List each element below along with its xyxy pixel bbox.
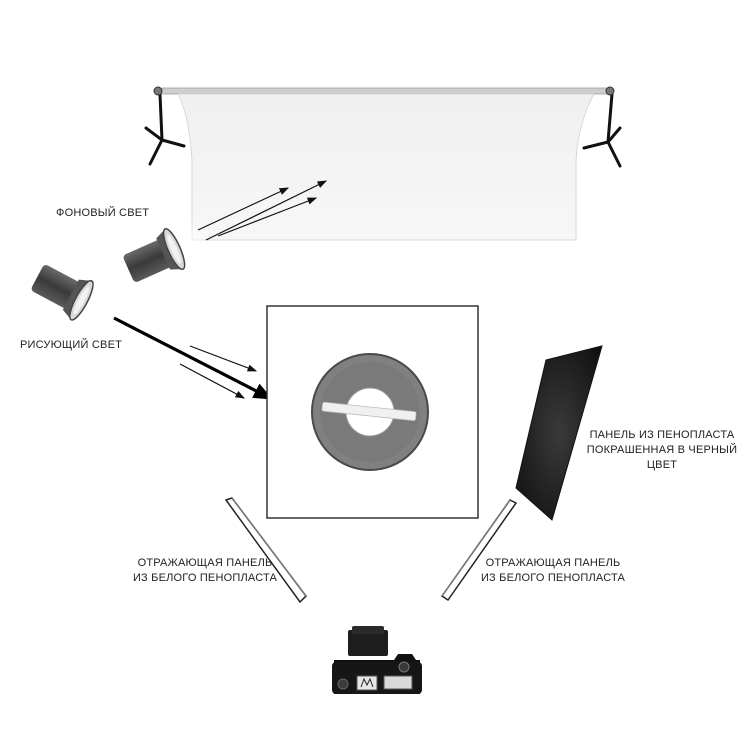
lamp-icon [123,218,213,282]
backdrop-paper [177,93,595,241]
backdrop-stand-icon [144,92,186,166]
right-reflector [440,499,518,602]
black-foam-panel [515,345,603,521]
backdrop-rod [159,87,613,95]
label-background-light: ФОНОВЫЙ СВЕТ [56,207,150,219]
label-key-light: РИСУЮЩИЙ СВЕТ [20,339,123,351]
camera-icon [332,626,422,694]
key-light-rays [113,316,273,400]
left-reflector [224,497,307,604]
label-black-panel: ПАНЕЛЬ ИЗ ПЕНОПЛАСТА ПОКРАШЕННАЯ В ЧЕРНЫ… [586,429,738,471]
plate-icon [311,353,429,471]
backdrop [144,86,622,241]
backdrop-stand-icon [582,92,622,168]
label-right-reflector: ОТРАЖАЮЩАЯ ПАНЕЛЬ ИЗ БЕЛОГО ПЕНОПЛАСТА [480,557,626,584]
lamp-icon [31,265,122,333]
label-left-reflector: ОТРАЖАЮЩАЯ ПАНЕЛЬ ИЗ БЕЛОГО ПЕНОПЛАСТА [132,557,278,584]
background-light-rays [197,180,328,241]
